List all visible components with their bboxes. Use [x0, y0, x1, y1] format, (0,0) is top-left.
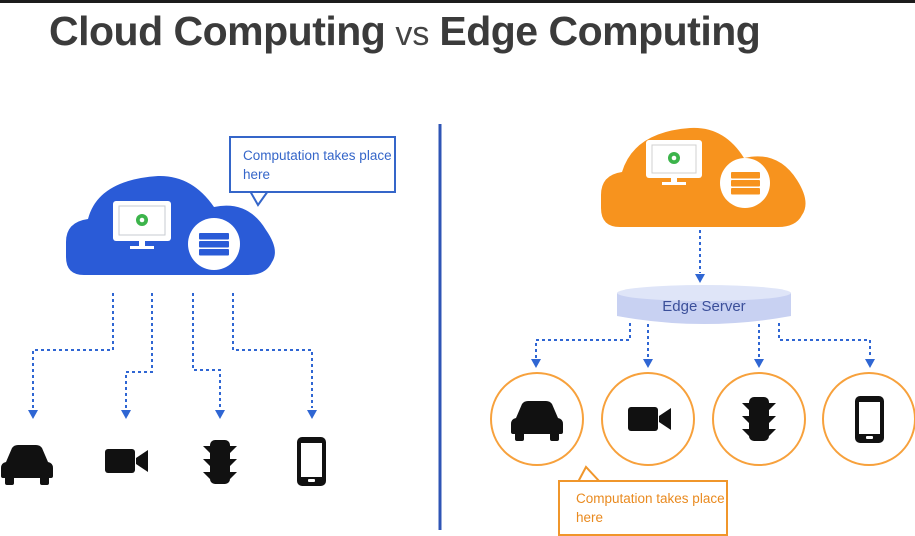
device-rings	[490, 372, 915, 466]
computer-gear-icon	[113, 201, 171, 249]
computer-gear-icon-edge	[646, 140, 702, 185]
smartphone-icon-edge	[855, 396, 884, 443]
cloud-arrowheads	[28, 410, 317, 419]
traffic-light-icon	[203, 440, 237, 484]
title-cloud-computing: Cloud Computing	[49, 8, 386, 54]
server-icon	[188, 218, 240, 270]
car-icon	[1, 445, 53, 485]
title-edge-computing: Edge Computing	[439, 8, 761, 54]
edge-server-label: Edge Server	[662, 297, 746, 315]
cloud-connectors	[32, 293, 313, 408]
cloud-left	[66, 175, 275, 275]
car-icon-edge	[511, 401, 563, 441]
video-camera-icon-edge	[628, 407, 671, 431]
edge-server	[617, 285, 791, 324]
edge-arrowheads	[531, 359, 875, 368]
callout-cloud: Computation takes place here	[229, 136, 396, 193]
callout-edge: Computation takes place here	[558, 480, 728, 536]
top-border	[0, 0, 915, 3]
callout-cloud-tail	[249, 190, 269, 207]
server-icon-edge	[720, 158, 770, 208]
video-camera-icon	[105, 449, 148, 473]
cloud-right	[601, 127, 806, 227]
edge-connectors	[535, 323, 871, 358]
traffic-light-icon-edge	[742, 397, 776, 441]
title-vs: vs	[395, 15, 430, 53]
smartphone-icon	[297, 437, 326, 486]
callout-edge-tail	[577, 465, 601, 483]
cloud-to-edge-connector	[695, 230, 705, 283]
